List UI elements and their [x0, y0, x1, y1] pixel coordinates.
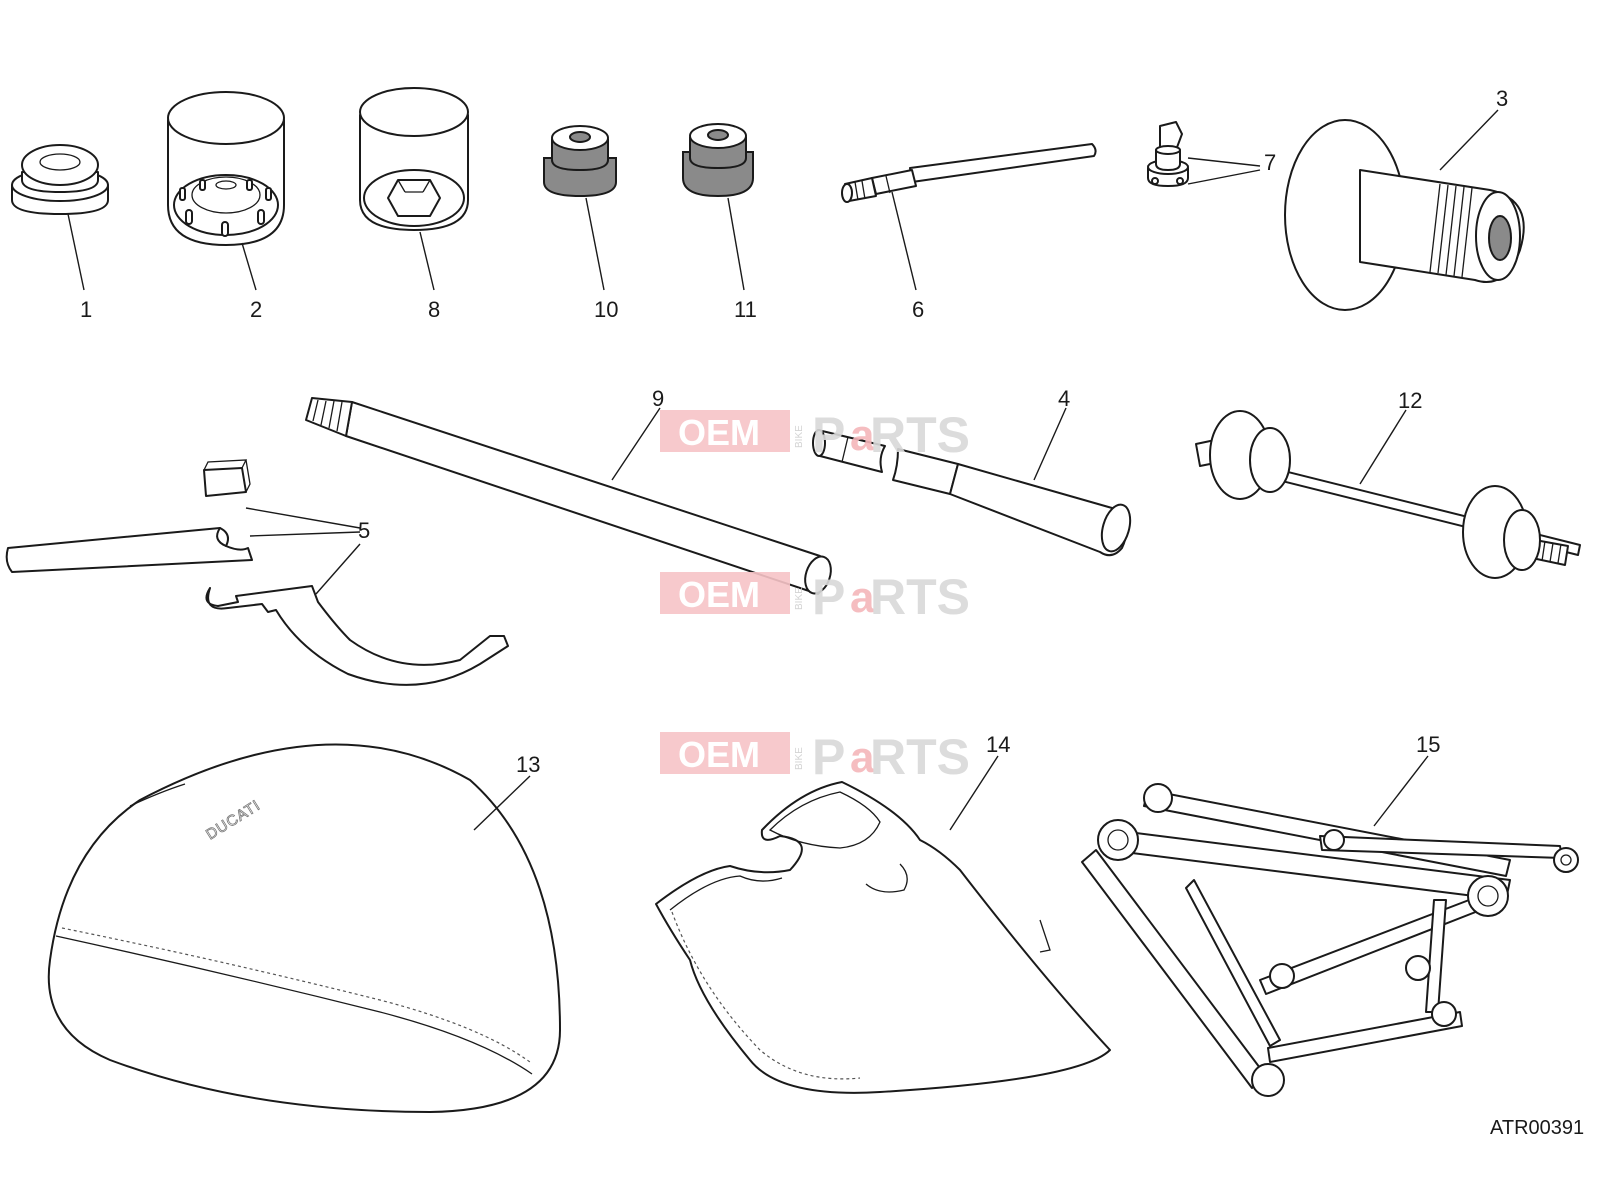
callout-5: 5	[358, 518, 370, 543]
part-5-spanner-kit	[5, 459, 509, 686]
part-3-flange	[1284, 119, 1525, 311]
leader-lines	[67, 109, 1499, 831]
callout-13: 13	[516, 752, 540, 777]
part-9-long-rod	[305, 397, 832, 595]
reference-code: ATR00391	[1490, 1117, 1584, 1139]
callout-1: 1	[80, 297, 92, 322]
part-7-valve	[1147, 121, 1189, 187]
svg-text:RTS: RTS	[870, 729, 970, 785]
part-1-cap	[11, 144, 109, 215]
callout-2: 2	[250, 297, 262, 322]
svg-text:P: P	[812, 407, 845, 463]
svg-text:RTS: RTS	[870, 407, 970, 463]
callout-12: 12	[1398, 388, 1422, 413]
svg-text:BIKE: BIKE	[794, 747, 805, 770]
callout-7: 7	[1264, 150, 1276, 175]
svg-text:a: a	[850, 411, 875, 460]
callout-3: 3	[1496, 86, 1508, 111]
svg-text:RTS: RTS	[870, 569, 970, 625]
watermark-3: OEM BIKE P a RTS	[660, 729, 970, 785]
callout-9: 9	[652, 386, 664, 411]
callout-numbers: 1 2 8 10 11 6 7 3 9 4 12 5 13 14 15	[80, 86, 1508, 777]
svg-text:OEM: OEM	[678, 412, 760, 453]
part-4-drift	[812, 429, 1132, 557]
callout-4: 4	[1058, 386, 1070, 411]
svg-text:P: P	[812, 569, 845, 625]
svg-text:a: a	[850, 733, 875, 782]
part-13-seat-cover: DUCATI	[47, 743, 561, 1113]
svg-text:OEM: OEM	[678, 574, 760, 615]
callout-15: 15	[1416, 732, 1440, 757]
callout-14: 14	[986, 732, 1010, 757]
part-15-stand	[1081, 783, 1579, 1097]
svg-text:a: a	[850, 573, 875, 622]
callout-6: 6	[912, 297, 924, 322]
part-14-tank-cover	[655, 781, 1111, 1094]
watermark-1: OEM BIKE P a RTS	[660, 407, 970, 463]
callout-8: 8	[428, 297, 440, 322]
svg-text:OEM: OEM	[678, 734, 760, 775]
svg-text:BIKE: BIKE	[794, 425, 805, 448]
svg-text:BIKE: BIKE	[794, 587, 805, 610]
part-2-socket	[167, 91, 285, 246]
watermark-2: OEM BIKE P a RTS	[660, 569, 970, 625]
part-12-puller	[1195, 410, 1581, 579]
callout-11: 11	[734, 297, 757, 322]
part-10-nut	[543, 125, 617, 198]
svg-text:P: P	[812, 729, 845, 785]
part-11-nut	[682, 123, 754, 198]
part-6-rod	[841, 143, 1097, 203]
part-8-hex-socket	[359, 87, 469, 231]
callout-10: 10	[594, 297, 618, 322]
